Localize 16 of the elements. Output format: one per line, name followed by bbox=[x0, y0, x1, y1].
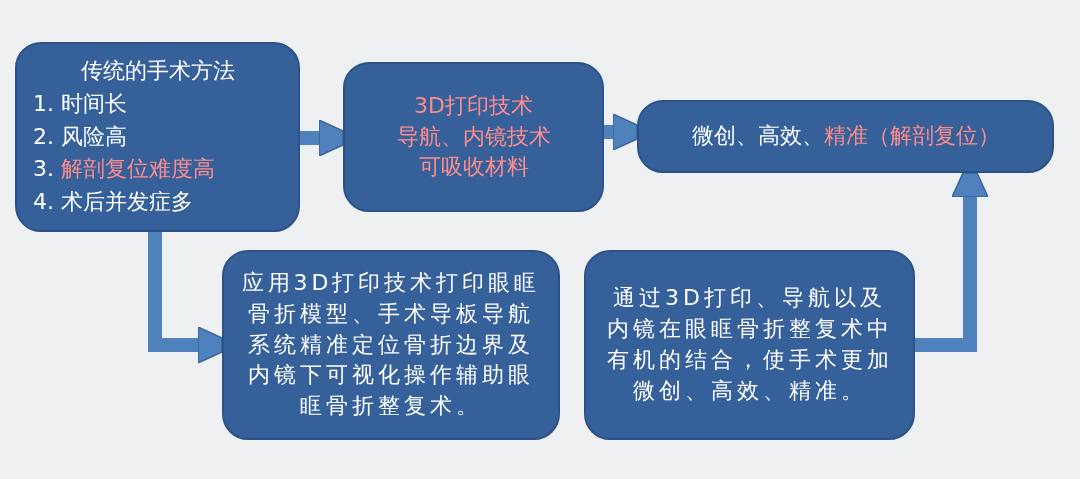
process-box bbox=[584, 250, 915, 440]
process-box bbox=[222, 250, 560, 440]
box-text: 微创、高效、精准（解剖复位） bbox=[691, 122, 1000, 151]
process-box bbox=[15, 42, 300, 232]
box-text: 4. 术后并发症多 bbox=[33, 188, 193, 217]
box-text: 1. 时间长 bbox=[33, 89, 127, 118]
box-text: 导航、内镜技术 bbox=[396, 122, 551, 151]
box-text: 3D打印技术 bbox=[414, 91, 533, 120]
process-box bbox=[343, 62, 604, 212]
box-text: 2. 风险高 bbox=[33, 122, 127, 151]
box-text: 可吸收材料 bbox=[418, 153, 529, 182]
process-box bbox=[637, 100, 1054, 173]
box-text: 3. 解剖复位难度高 bbox=[33, 155, 215, 184]
box-text: 通过3D打印、导航以及内镜在眼眶骨折整复术中有机的结合，使手术更加微创、高效、精准。 bbox=[605, 284, 894, 405]
box-text: 应用3D打印技术打印眼眶骨折模型、手术导板导航系统精准定位骨折边界及内镜下可视化操作辅助眼眶骨折整复术。 bbox=[240, 269, 542, 421]
box-heading: 传统的手术方法 bbox=[80, 57, 235, 85]
